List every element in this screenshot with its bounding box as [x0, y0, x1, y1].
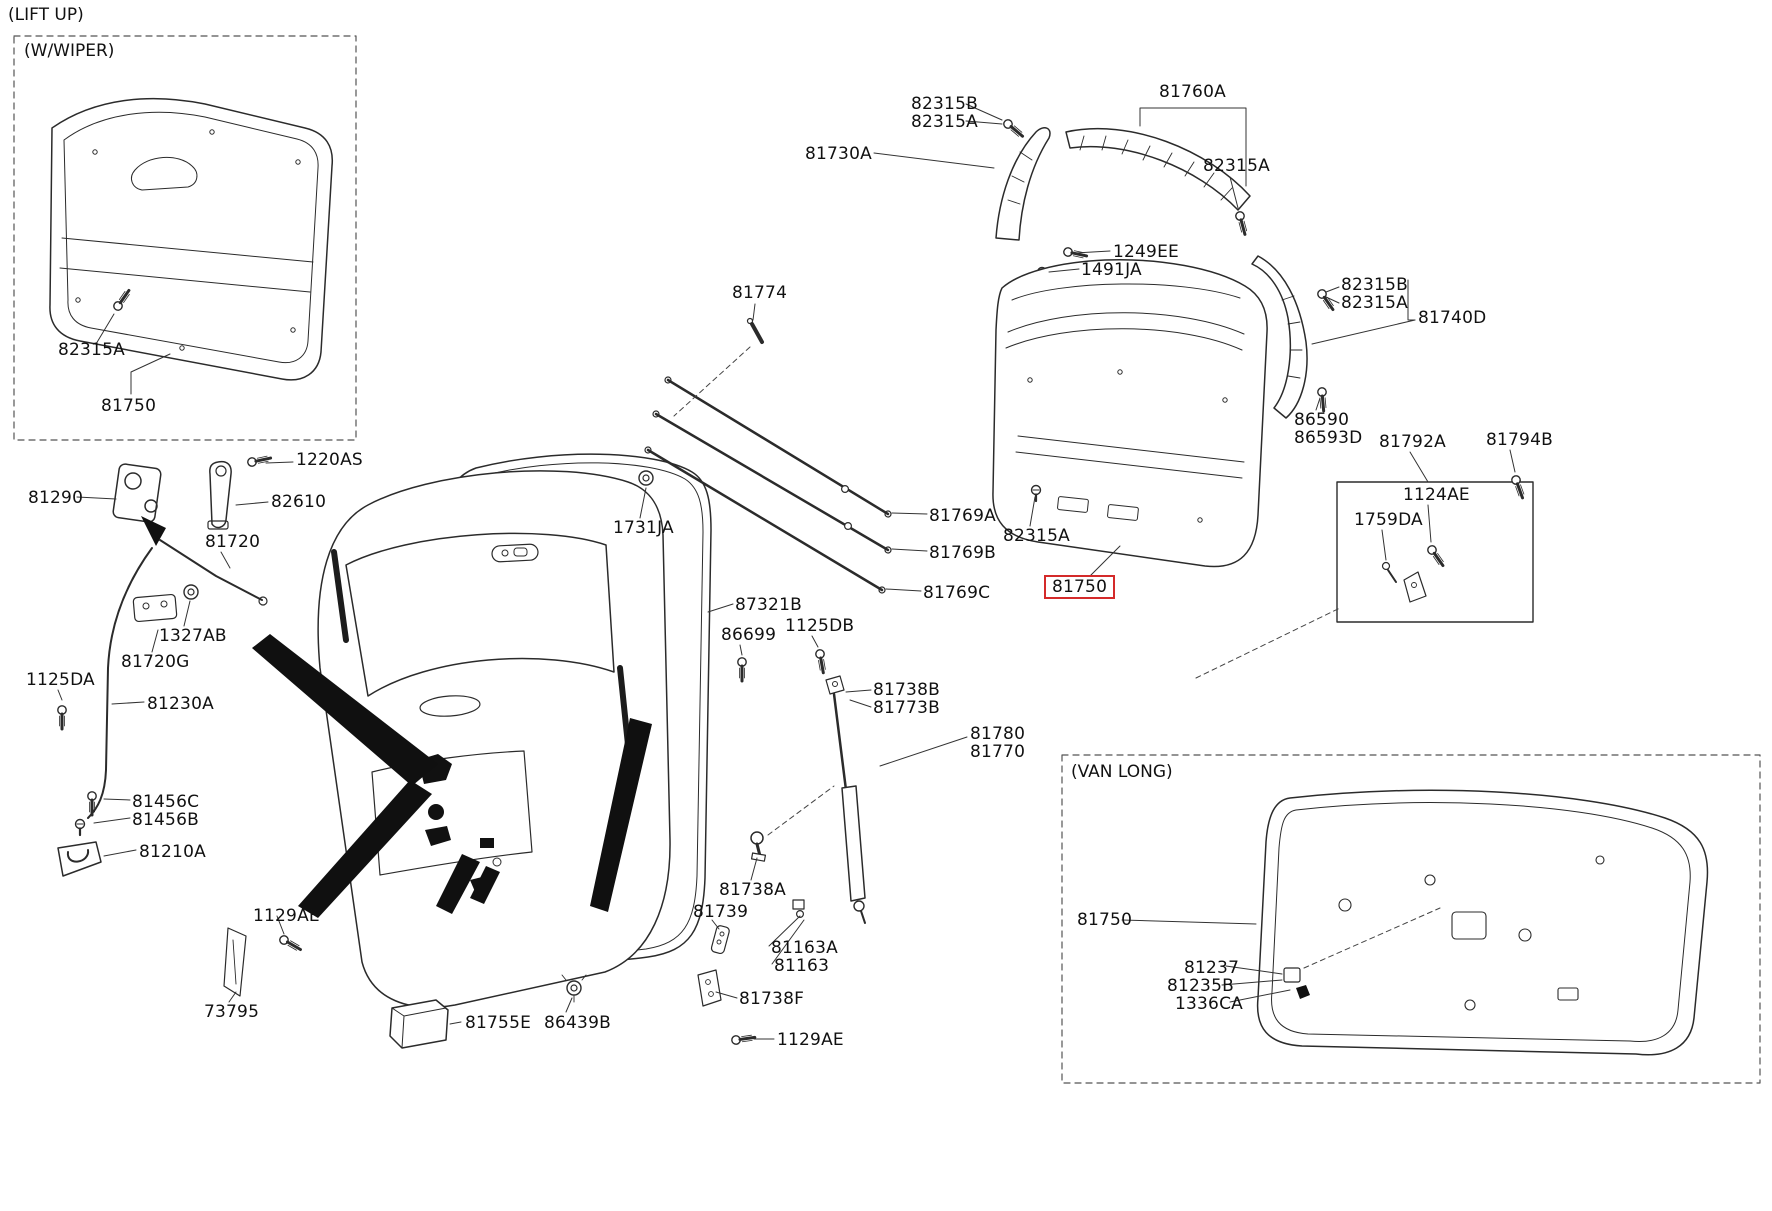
part-label-1125DB[interactable]: 1125DB — [785, 616, 855, 636]
part-label-82315A-top[interactable]: 82315A — [911, 112, 978, 132]
part-label-81456B[interactable]: 81456B — [132, 810, 199, 830]
part-label-81738A[interactable]: 81738A — [719, 880, 786, 900]
part-label-81290[interactable]: 81290 — [28, 488, 84, 508]
part-label-81163A[interactable]: 81163A — [771, 938, 838, 958]
part-label-81720[interactable]: 81720 — [205, 532, 261, 552]
part-label-81738F[interactable]: 81738F — [739, 989, 805, 1009]
part-label-1249EE[interactable]: 1249EE — [1113, 242, 1179, 262]
part-label-81774[interactable]: 81774 — [732, 283, 788, 303]
part-label-81770[interactable]: 81770 — [970, 742, 1026, 762]
part-label-82315A-wwiper[interactable]: 82315A — [58, 340, 125, 360]
part-label-82315B-top[interactable]: 82315B — [911, 94, 978, 114]
note-lift-up: (LIFT UP) — [8, 5, 84, 25]
part-label-82315A-right[interactable]: 82315A — [1341, 293, 1408, 313]
part-label-81780[interactable]: 81780 — [970, 724, 1026, 744]
part-label-82315A-panel[interactable]: 82315A — [1003, 526, 1070, 546]
part-label-81769B[interactable]: 81769B — [929, 543, 996, 563]
part-label-81794B[interactable]: 81794B — [1486, 430, 1553, 450]
part-label-86593D[interactable]: 86593D — [1294, 428, 1363, 448]
leader-lines — [57, 103, 1516, 1040]
part-label-82315B-right[interactable]: 82315B — [1341, 275, 1408, 295]
part-label-1336CA[interactable]: 1336CA — [1175, 994, 1243, 1014]
part-label-81739[interactable]: 81739 — [693, 902, 749, 922]
part-label-81760A[interactable]: 81760A — [1159, 82, 1226, 102]
wwiper-dashed-box — [13, 35, 357, 441]
vanlong-dashed-box — [1061, 754, 1761, 1084]
note-van-long: (VAN LONG) — [1071, 762, 1173, 782]
part-label-1491JA[interactable]: 1491JA — [1081, 260, 1142, 280]
torsion-rods-art — [638, 317, 892, 594]
part-label-81235B[interactable]: 81235B — [1167, 976, 1234, 996]
part-label-86590[interactable]: 86590 — [1294, 410, 1350, 430]
wwiper-panel-art — [49, 97, 334, 381]
part-label-86439B[interactable]: 86439B — [544, 1013, 611, 1033]
part-label-81750-vanlong[interactable]: 81750 — [1077, 910, 1133, 930]
part-label-1731JA[interactable]: 1731JA — [613, 518, 674, 538]
part-label-81750-wwiper[interactable]: 81750 — [101, 396, 157, 416]
part-label-73795[interactable]: 73795 — [204, 1002, 260, 1022]
tailgate-door-art — [317, 470, 671, 1008]
part-label-81755E[interactable]: 81755E — [465, 1013, 532, 1033]
dashed-leaders — [673, 346, 1441, 969]
part-label-81237[interactable]: 81237 — [1184, 958, 1240, 978]
part-label-81750-selected[interactable]: 81750 — [1044, 575, 1116, 599]
vanlong-panel-art — [1256, 789, 1709, 1056]
bumper-stop-art — [389, 974, 587, 1049]
part-label-1129AE-right[interactable]: 1129AE — [777, 1030, 844, 1050]
part-label-81456C[interactable]: 81456C — [132, 792, 200, 812]
part-label-1327AB[interactable]: 1327AB — [159, 626, 227, 646]
pointer-strokes — [252, 634, 652, 918]
part-label-81730A[interactable]: 81730A — [805, 144, 872, 164]
note-w-wiper: (W/WIPER) — [24, 41, 115, 61]
part-label-81230A[interactable]: 81230A — [147, 694, 214, 714]
garnish-strips-art — [995, 116, 1338, 419]
hardware-box-art — [1336, 473, 1534, 623]
tailgate-trim-panel-art — [992, 258, 1268, 568]
part-label-81769C[interactable]: 81769C — [923, 583, 991, 603]
part-label-1129AE-left[interactable]: 1129AE — [253, 906, 320, 926]
part-label-81720G[interactable]: 81720G — [121, 652, 190, 672]
part-label-81792A[interactable]: 81792A — [1379, 432, 1446, 452]
part-label-81740D[interactable]: 81740D — [1418, 308, 1487, 328]
part-label-1220AS[interactable]: 1220AS — [296, 450, 363, 470]
part-label-81163[interactable]: 81163 — [774, 956, 830, 976]
part-label-86699[interactable]: 86699 — [721, 625, 777, 645]
part-label-87321B[interactable]: 87321B — [735, 595, 802, 615]
part-label-81773B[interactable]: 81773B — [873, 698, 940, 718]
part-label-1125DA[interactable]: 1125DA — [26, 670, 95, 690]
part-label-82315A-strip[interactable]: 82315A — [1203, 156, 1270, 176]
latch-hardware-art — [56, 452, 305, 997]
part-label-82610[interactable]: 82610 — [271, 492, 327, 512]
gas-lifter-art — [697, 647, 866, 1047]
part-label-81738B[interactable]: 81738B — [873, 680, 940, 700]
part-label-1759DA[interactable]: 1759DA — [1354, 510, 1423, 530]
part-label-81769A[interactable]: 81769A — [929, 506, 996, 526]
part-label-1124AE[interactable]: 1124AE — [1403, 485, 1470, 505]
part-label-81210A[interactable]: 81210A — [139, 842, 206, 862]
